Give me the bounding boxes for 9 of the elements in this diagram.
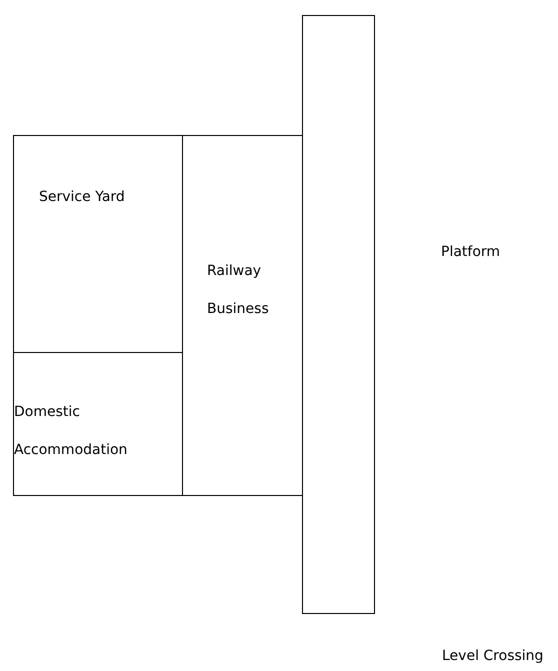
room-label: Domestic Accommodation [14,403,128,460]
room-box [182,135,303,496]
room-box [13,352,183,496]
area-label: Level Crossing [442,648,544,664]
platform-box [302,15,375,614]
room-box [13,135,183,353]
room-label: Service Yard [39,188,126,207]
room-label: Railway Business [207,262,270,319]
area-label: Platform [441,244,500,260]
